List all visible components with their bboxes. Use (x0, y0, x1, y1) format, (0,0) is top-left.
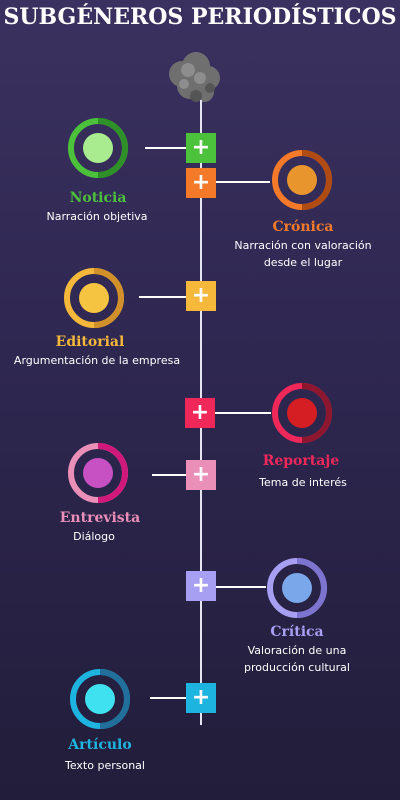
expand-button-reportaje[interactable]: + (185, 398, 215, 428)
connector-line (216, 181, 270, 183)
cloud-icon (169, 52, 220, 102)
marker-editorial (64, 268, 124, 328)
plus-icon: + (190, 400, 210, 425)
item-description: producción cultural (244, 661, 350, 674)
expand-button-articulo[interactable]: + (186, 683, 216, 713)
ring-arc (97, 443, 128, 503)
marker-noticia (68, 118, 128, 178)
plus-icon: + (191, 170, 211, 195)
connector-line (139, 296, 186, 298)
marker-articulo (70, 669, 130, 729)
item-title: Artículo (68, 737, 132, 753)
ring-center (83, 458, 113, 488)
expand-button-editorial[interactable]: + (186, 281, 216, 311)
ring-center (83, 133, 113, 163)
page-title: SUBGÉNEROS PERIODÍSTICOS (3, 4, 397, 30)
item-description: Valoración de una (247, 644, 347, 657)
item-description: Tema de interés (259, 476, 347, 489)
item-title: Editorial (55, 334, 125, 350)
marker-critica (267, 558, 327, 618)
ring-center (287, 165, 317, 195)
plus-icon: + (191, 573, 211, 598)
item-description: Narración objetiva (46, 210, 148, 223)
ring-center (287, 398, 317, 428)
ring-arc (301, 150, 332, 210)
ring-center (282, 573, 312, 603)
item-description: desde el lugar (263, 256, 343, 269)
item-title: Noticia (69, 190, 127, 206)
item-description: Argumentación de la empresa (13, 354, 181, 367)
item-description: Texto personal (65, 759, 145, 772)
expand-button-noticia[interactable]: + (186, 133, 216, 163)
marker-cronica (272, 150, 332, 210)
item-title: Entrevista (59, 510, 141, 526)
item-title: Crítica (270, 624, 324, 640)
plus-icon: + (191, 462, 211, 487)
ring-arc (93, 268, 124, 328)
item-title: Crónica (272, 219, 334, 235)
expand-button-cronica[interactable]: + (186, 168, 216, 198)
item-description: Diálogo (73, 530, 115, 543)
item-description: Narración con valoración (234, 239, 372, 252)
ring-arc (97, 118, 128, 178)
connector-line (150, 697, 186, 699)
plus-icon: + (191, 135, 211, 160)
connector-line (215, 412, 271, 414)
expand-button-critica[interactable]: + (186, 571, 216, 601)
marker-entrevista (68, 443, 128, 503)
plus-icon: + (191, 283, 211, 308)
expand-button-entrevista[interactable]: + (186, 460, 216, 490)
plus-icon: + (191, 685, 211, 710)
ring-arc (99, 669, 130, 729)
marker-reportaje (272, 383, 332, 443)
item-title: Reportaje (262, 453, 340, 469)
connector-line (216, 586, 266, 588)
ring-arc (301, 383, 332, 443)
ring-arc (296, 558, 327, 618)
ring-center (85, 684, 115, 714)
ring-center (79, 283, 109, 313)
connector-line (145, 147, 186, 149)
connector-line (152, 474, 186, 476)
